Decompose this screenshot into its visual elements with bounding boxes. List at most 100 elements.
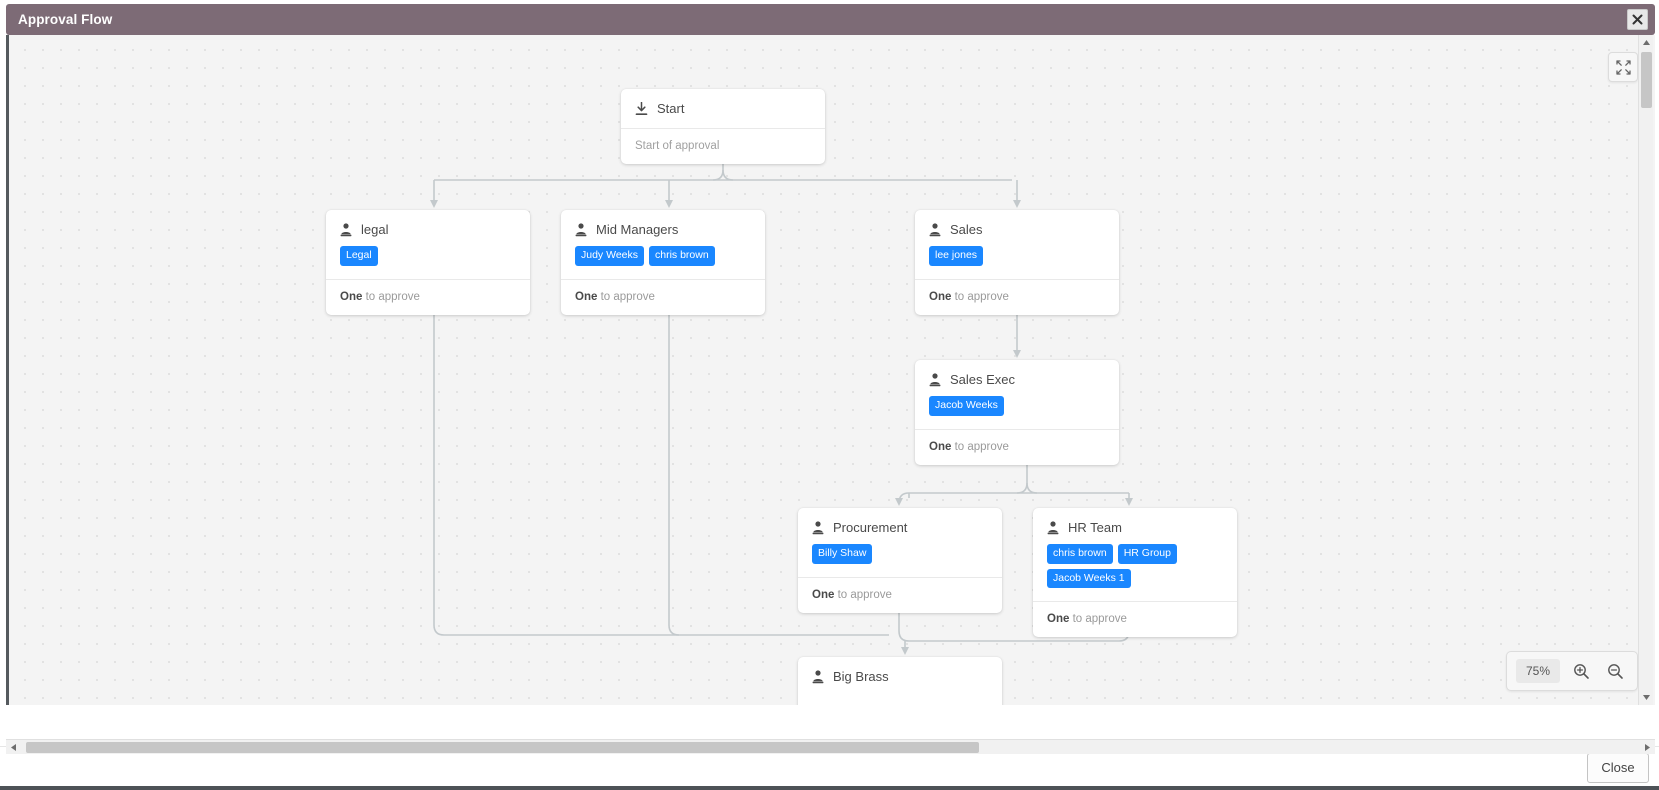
expand-fullscreen-button[interactable]	[1608, 52, 1638, 82]
approval-rule-text: to approve	[834, 588, 892, 601]
approval-rule-text: to approve	[597, 290, 655, 303]
canvas-grid-background	[9, 35, 1655, 705]
node-divider	[621, 128, 825, 129]
node-divider	[915, 428, 1119, 430]
approval-count: One	[575, 290, 598, 303]
node-approval-rule: One to approve	[326, 280, 530, 315]
scroll-left-button[interactable]	[6, 740, 21, 755]
approval-rule-text: to approve	[362, 290, 420, 303]
node-title: Procurement	[833, 520, 908, 535]
caret-down-icon	[1643, 695, 1650, 700]
node-header: Big Brass	[798, 657, 1002, 684]
flow-node-start[interactable]: Start Start of approval	[621, 89, 825, 164]
person-icon	[929, 222, 941, 237]
person-icon	[812, 669, 824, 684]
node-assignee-tags: Billy Shaw	[798, 535, 1002, 577]
caret-up-icon	[1643, 40, 1650, 45]
node-assignee-tags: Jacob Weeks	[915, 387, 1119, 429]
scroll-up-button[interactable]	[1639, 35, 1654, 50]
close-x-icon	[1632, 14, 1643, 25]
assignee-tag[interactable]: Billy Shaw	[812, 544, 873, 564]
close-button[interactable]: Close	[1587, 753, 1649, 783]
node-divider	[798, 576, 1002, 578]
node-assignee-tags: lee jones	[915, 237, 1119, 279]
node-header: Procurement	[798, 508, 1002, 535]
approval-count: One	[340, 290, 363, 303]
assignee-tag[interactable]: lee jones	[929, 246, 984, 266]
node-approval-rule: One to approve	[915, 430, 1119, 465]
assignee-tag[interactable]: Judy Weeks	[575, 246, 644, 266]
window-titlebar: Approval Flow	[6, 4, 1655, 35]
approval-count: One	[1047, 613, 1070, 625]
flow-node-sales[interactable]: Sales lee jones One to approve	[915, 210, 1119, 315]
scroll-right-button[interactable]	[1640, 740, 1655, 755]
approval-count: One	[929, 440, 952, 453]
flow-node-mid-managers[interactable]: Mid Managers Judy Weeks chris brown One …	[561, 210, 765, 315]
approval-rule-text: to approve	[951, 440, 1009, 453]
horizontal-scroll-thumb[interactable]	[26, 742, 979, 753]
expand-fullscreen-icon	[1615, 59, 1631, 75]
node-approval-rule: One to approve	[915, 280, 1119, 315]
approval-count: One	[812, 588, 835, 601]
zoom-in-button[interactable]	[1568, 658, 1594, 684]
node-assignee-tags: Legal	[326, 237, 530, 279]
flow-node-sales-exec[interactable]: Sales Exec Jacob Weeks One to approve	[915, 360, 1119, 465]
node-divider	[915, 278, 1119, 280]
node-title: Big Brass	[833, 669, 889, 684]
node-description: Start of approval	[635, 140, 720, 152]
node-title: Mid Managers	[596, 222, 679, 237]
zoom-out-icon	[1607, 663, 1623, 679]
person-icon	[575, 222, 587, 237]
assignee-tag[interactable]: Legal	[340, 246, 378, 266]
node-title: Sales Exec	[950, 372, 1016, 387]
assignee-tag[interactable]: Jacob Weeks 1	[1047, 568, 1131, 588]
zoom-level-display[interactable]: 75%	[1515, 659, 1560, 683]
close-x-button[interactable]	[1627, 9, 1648, 30]
node-approval-rule: One to approve	[561, 280, 765, 315]
flow-node-big-brass[interactable]: Big Brass	[798, 657, 1002, 705]
download-start-icon	[635, 101, 648, 116]
assignee-tag[interactable]: chris brown	[1047, 544, 1113, 564]
assignee-tag[interactable]: chris brown	[649, 246, 715, 266]
flow-node-legal[interactable]: legal Legal One to approve	[326, 210, 530, 315]
node-header: legal	[326, 210, 530, 237]
node-title: HR Team	[1068, 520, 1122, 535]
node-approval-rule: One to approve	[798, 578, 1002, 613]
approval-count: One	[929, 290, 952, 303]
node-header: Mid Managers	[561, 210, 765, 237]
person-icon	[1047, 520, 1059, 535]
node-title: Sales	[950, 222, 983, 237]
vertical-scroll-thumb[interactable]	[1641, 52, 1652, 108]
caret-right-icon	[1645, 744, 1650, 751]
assignee-tag[interactable]: Jacob Weeks	[929, 396, 1004, 416]
horizontal-scrollbar[interactable]	[6, 739, 1655, 754]
node-divider	[1033, 601, 1237, 602]
node-header: Sales	[915, 210, 1119, 237]
approval-rule-text: to approve	[951, 290, 1009, 303]
person-icon	[340, 222, 352, 237]
flow-node-procurement[interactable]: Procurement Billy Shaw One to approve	[798, 508, 1002, 613]
zoom-in-icon	[1573, 663, 1589, 679]
zoom-out-button[interactable]	[1602, 658, 1628, 684]
flow-node-hr-team[interactable]: HR Team chris brown HR Group Jacob Weeks…	[1033, 508, 1237, 637]
person-icon	[929, 372, 941, 387]
node-title: legal	[361, 222, 389, 237]
caret-left-icon	[11, 744, 16, 751]
node-assignee-tags: Judy Weeks chris brown	[561, 237, 765, 279]
node-approval-rule: One to approve	[1033, 602, 1237, 637]
flow-canvas[interactable]: Start Start of approval legal Legal	[6, 35, 1655, 705]
zoom-controls: 75%	[1505, 651, 1638, 691]
node-header: Sales Exec	[915, 360, 1119, 387]
window-title: Approval Flow	[18, 12, 113, 27]
node-divider	[326, 278, 530, 280]
node-header: HR Team	[1033, 508, 1237, 535]
node-assignee-tags: chris brown HR Group Jacob Weeks 1	[1033, 535, 1237, 601]
node-divider	[561, 278, 765, 280]
node-title: Start	[657, 101, 685, 116]
assignee-tag[interactable]: HR Group	[1117, 544, 1177, 564]
node-header: Start	[621, 89, 825, 116]
scroll-down-button[interactable]	[1639, 690, 1654, 705]
window-bottom-edge	[0, 786, 1659, 790]
vertical-scrollbar[interactable]	[1638, 35, 1653, 705]
